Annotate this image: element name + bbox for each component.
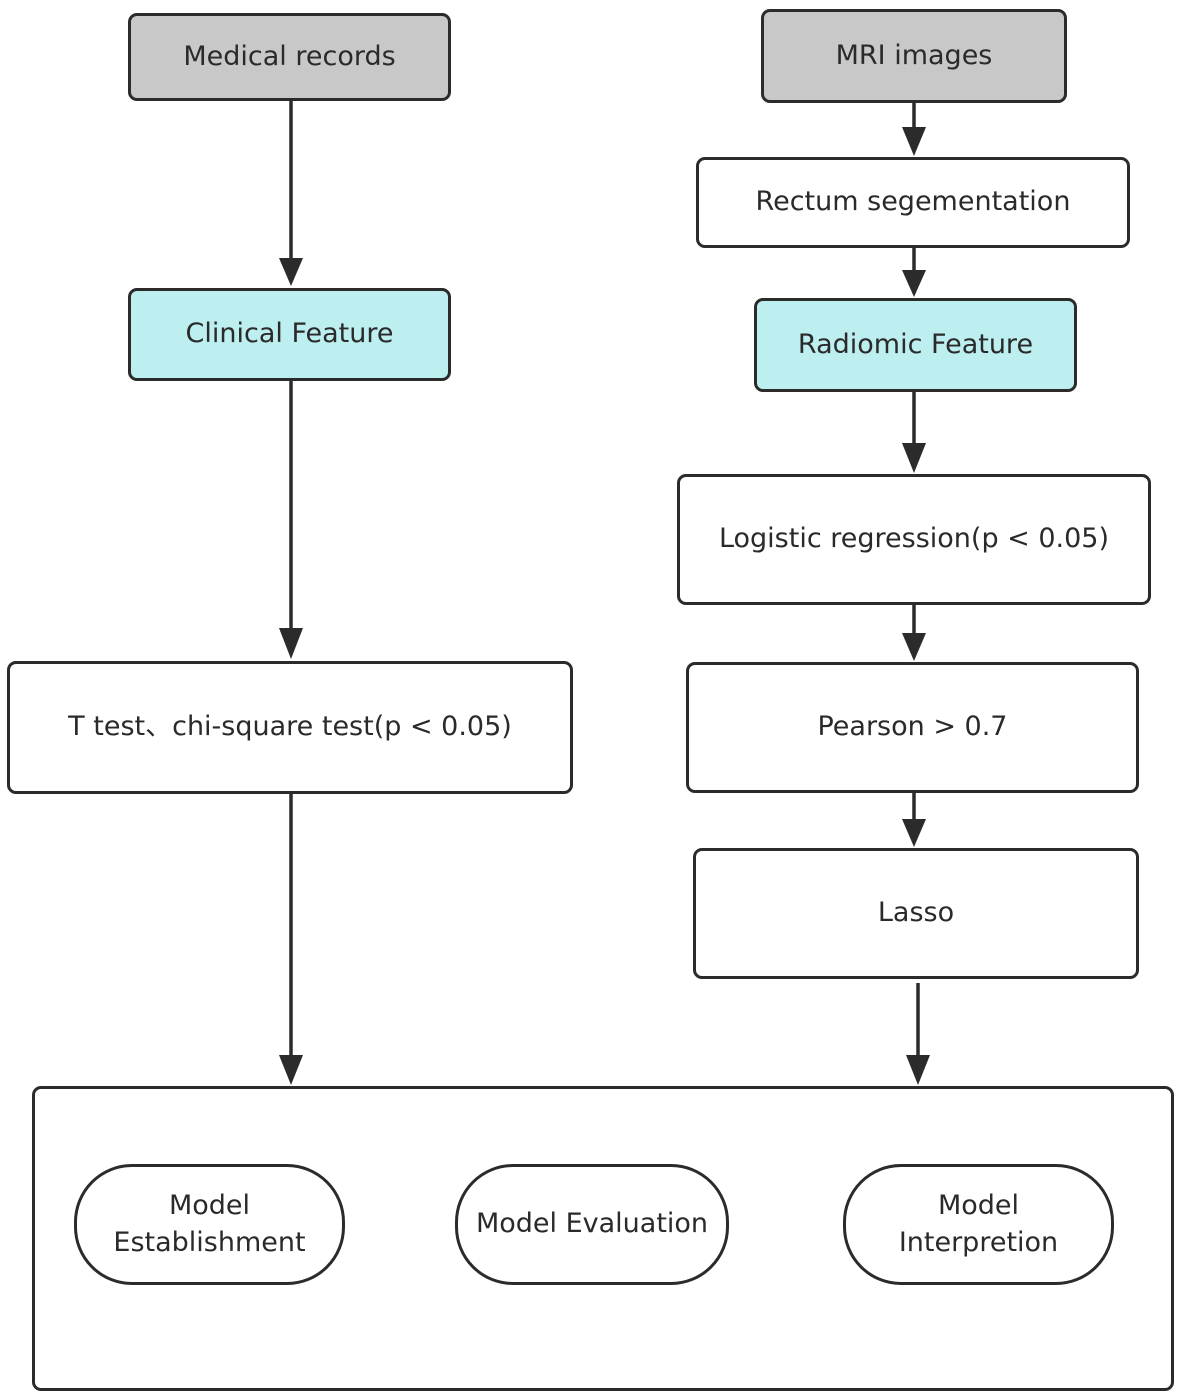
model-evaluation-label: Model Evaluation	[475, 1208, 709, 1240]
statistical-tests-box: T test、chi-square test(p < 0.05)	[7, 661, 573, 794]
radiomic-feature-box: Radiomic Feature	[754, 298, 1077, 392]
model-interpretation-line1: Model	[937, 1190, 1020, 1222]
model-establishment-node: Model Establishment	[74, 1164, 345, 1285]
model-interpretation-node: Model Interpretion	[843, 1164, 1114, 1285]
model-establishment-line2: Establishment	[113, 1226, 306, 1258]
arrowhead	[902, 633, 926, 661]
clinical-feature-box: Clinical Feature	[128, 288, 451, 381]
pearson-box: Pearson > 0.7	[686, 662, 1139, 793]
arrowhead	[906, 1055, 930, 1085]
arrowhead	[902, 819, 926, 847]
rectum-segmentation-box: Rectum segementation	[696, 157, 1130, 248]
arrowhead	[902, 270, 926, 297]
arrowhead	[902, 127, 926, 156]
logistic-regression-box: Logistic regression(p < 0.05)	[677, 474, 1151, 605]
arrowhead	[279, 258, 303, 286]
lasso-box: Lasso	[693, 848, 1139, 979]
arrowhead	[279, 628, 303, 659]
mri-images-box: MRI images	[761, 9, 1067, 103]
arrowhead	[902, 443, 926, 473]
medical-records-box: Medical records	[128, 13, 451, 101]
model-establishment-line1: Model	[168, 1190, 251, 1222]
arrowhead	[279, 1055, 303, 1085]
model-interpretation-line2: Interpretion	[898, 1226, 1059, 1258]
model-evaluation-node: Model Evaluation	[455, 1164, 729, 1285]
